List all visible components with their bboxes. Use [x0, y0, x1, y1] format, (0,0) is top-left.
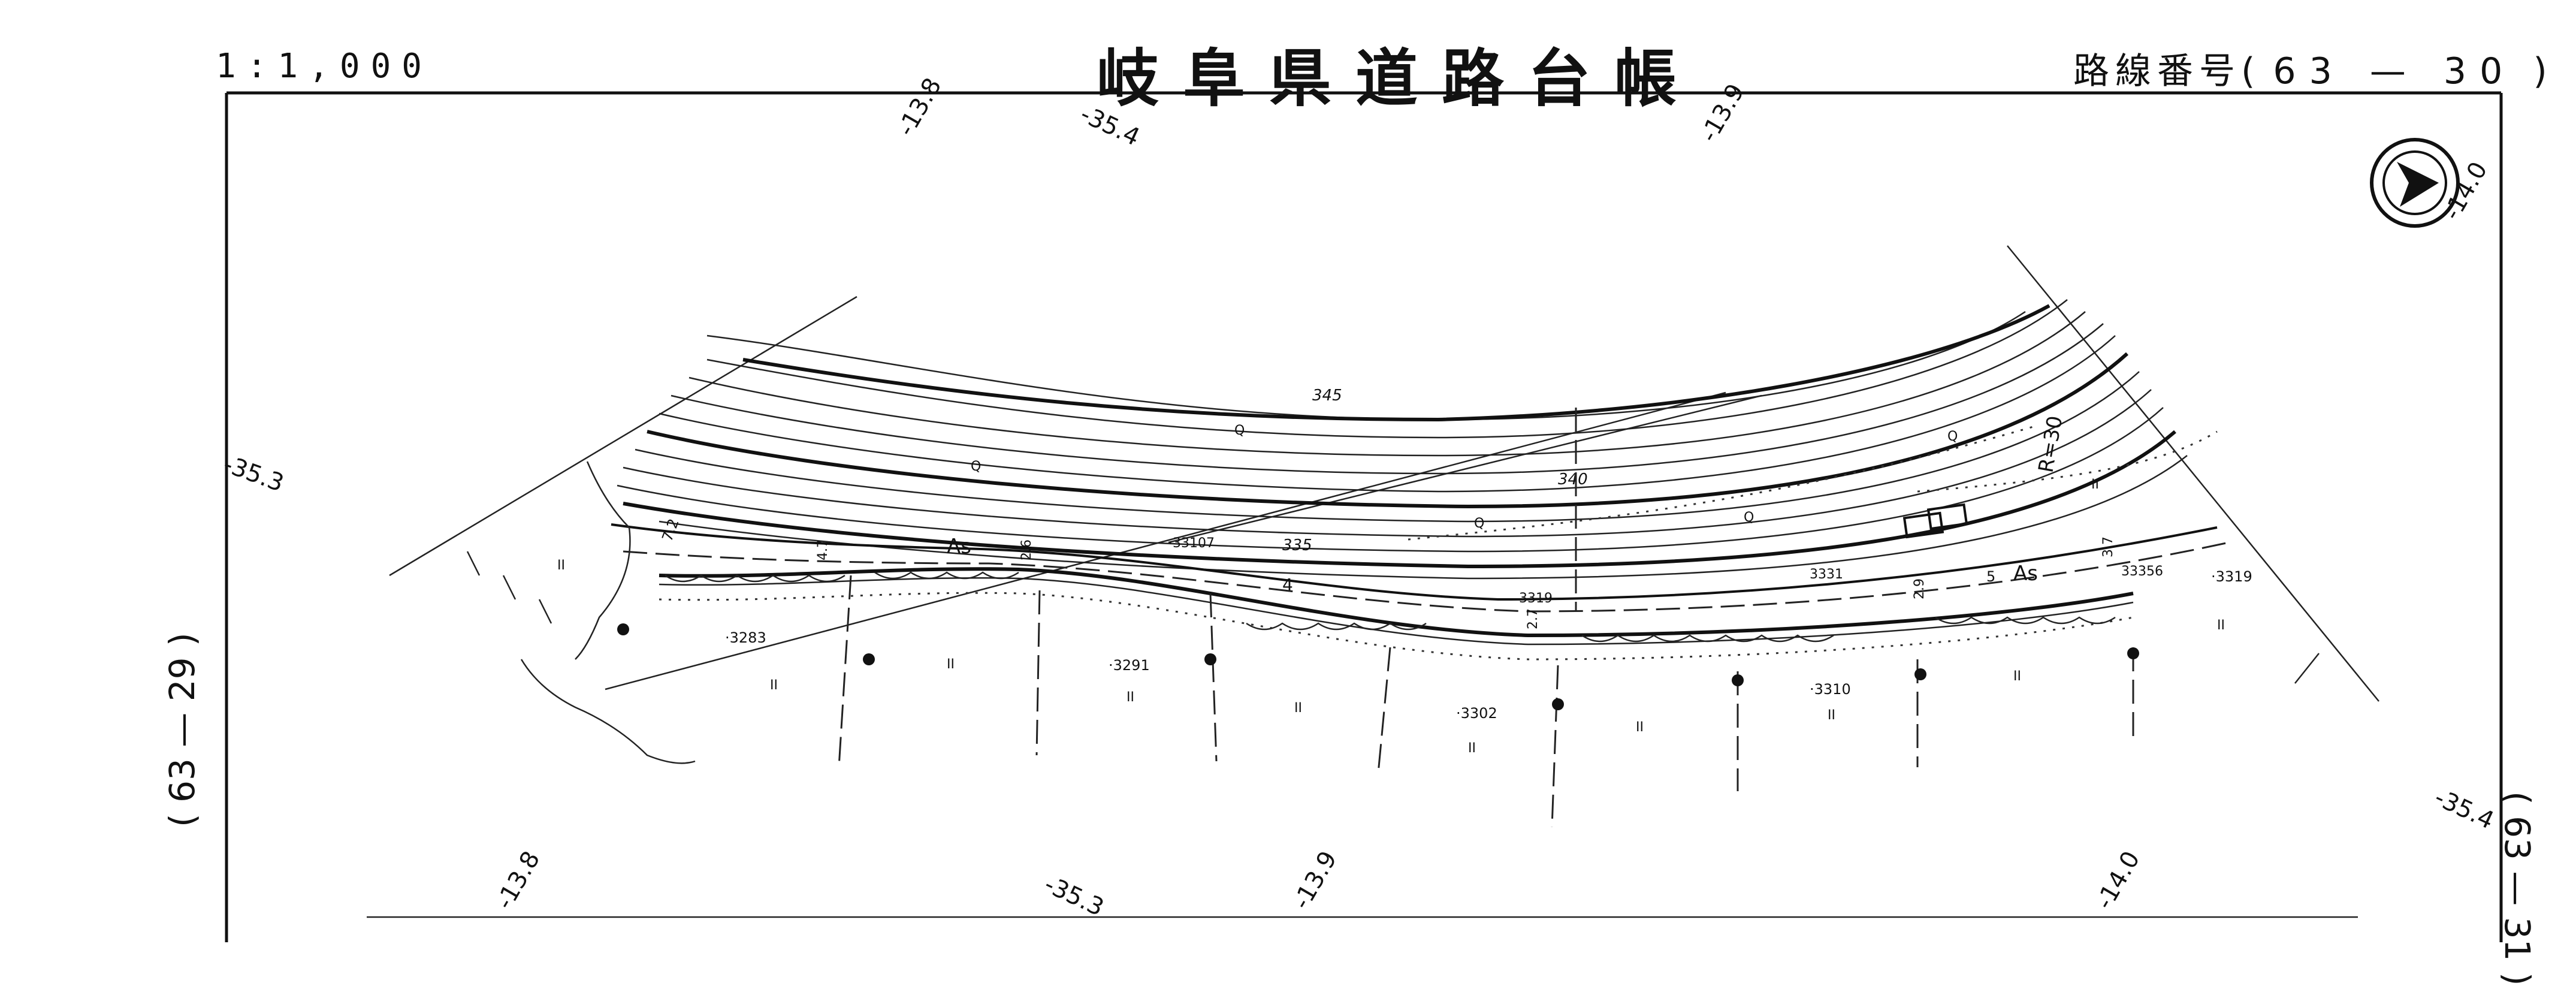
north-arrow-icon: [2370, 138, 2460, 228]
elevation-6: ·33107: [1168, 536, 1215, 551]
grid-label-top-1: -13.8: [892, 73, 947, 141]
contour-label-335: 335: [1282, 536, 1312, 554]
road: [611, 424, 2230, 661]
guide-line-left: [389, 296, 857, 577]
scale-label: 1:1,000: [216, 47, 433, 86]
contour-label-345: 345: [1312, 387, 1342, 405]
wasteland-symbol-1: Q: [971, 459, 981, 474]
right-slope-tick: [2294, 653, 2320, 684]
width-label-1: 7.2: [659, 517, 682, 544]
survey-line-1: [605, 391, 1726, 690]
elevation-5: ·3319: [2211, 568, 2252, 585]
elevation-7: 3319: [1519, 591, 1553, 606]
guide-line-right: [2007, 245, 2379, 702]
field-symbol-9: II: [2013, 669, 2021, 684]
contour-label-340: 340: [1558, 471, 1588, 489]
width-label-5: 2.7: [1526, 608, 1541, 629]
grid-label-bottom-1: -13.8: [491, 846, 546, 914]
road-surface-label-1: As: [947, 535, 971, 559]
road-ledger-map: -13.8 -35.4 -13.9 -14.0 -13.8 -35.3 -13.…: [220, 73, 2503, 942]
grid-label-bottom-2: -35.3: [1040, 870, 1108, 921]
field-symbol-1: II: [557, 558, 565, 573]
route-close: ): [2533, 50, 2553, 92]
grid-label-top-2: -35.4: [1076, 100, 1144, 151]
width-label-2: 4.7: [816, 539, 831, 560]
grid-label-right: -35.4: [2430, 783, 2498, 834]
field-symbol-4: II: [1127, 690, 1134, 705]
field-symbol-11: II: [2091, 477, 2099, 492]
survey-line-2: [1168, 394, 1762, 544]
route-number: 63 — 30: [2273, 50, 2516, 92]
grid-label-left: -35.3: [220, 450, 288, 497]
curve-radius-label: R=30: [2034, 414, 2067, 475]
field-symbol-8: II: [1828, 708, 1835, 723]
elevation-2: ·3291: [1109, 657, 1150, 674]
wasteland-symbol-5: Q: [1947, 429, 1958, 444]
route-label-text: 路線番号(: [2073, 50, 2261, 92]
grid-label-top-3: -13.9: [1695, 79, 1750, 147]
width-label-3: 2.6: [1019, 539, 1034, 560]
elevation-4: ·3310: [1810, 681, 1851, 698]
elevation-9: 33356: [2121, 564, 2163, 579]
survey-markers: [617, 623, 2139, 710]
field-symbol-2: II: [770, 678, 778, 693]
field-symbol-6: II: [1468, 741, 1476, 756]
wasteland-symbol-3: Q: [1474, 516, 1484, 531]
field-symbol-3: II: [947, 657, 955, 672]
route-number-label: 路線番号( 63 — 30 ): [2073, 42, 2553, 94]
map-title: 岐阜県道路台帳: [1097, 41, 1701, 115]
width-label-4: 4: [1282, 575, 1293, 595]
road-surface-label-2: As: [2013, 562, 2038, 586]
width-label-8: 3.7: [2101, 536, 2116, 557]
elevation-8: 3331: [1810, 567, 1843, 582]
width-label-7: 2.9: [1912, 578, 1927, 599]
field-symbol-5: II: [1294, 701, 1302, 716]
grid-label-bottom-4: -14.0: [2091, 846, 2146, 914]
field-symbol-7: II: [1636, 720, 1644, 735]
field-symbol-10: II: [2217, 618, 2225, 633]
retaining-wall: [665, 571, 2116, 643]
wasteland-symbol-2: Q: [1234, 423, 1245, 438]
wasteland-symbol-4: Q: [1744, 510, 1754, 525]
width-label-6: 5: [1986, 568, 1995, 585]
elevation-3: ·3302: [1456, 705, 1497, 722]
elevation-1: ·3283: [725, 629, 766, 646]
grid-label-bottom-3: -13.9: [1288, 846, 1343, 914]
left-slope-hatching: [466, 461, 696, 764]
building-icon: [1902, 503, 1968, 539]
